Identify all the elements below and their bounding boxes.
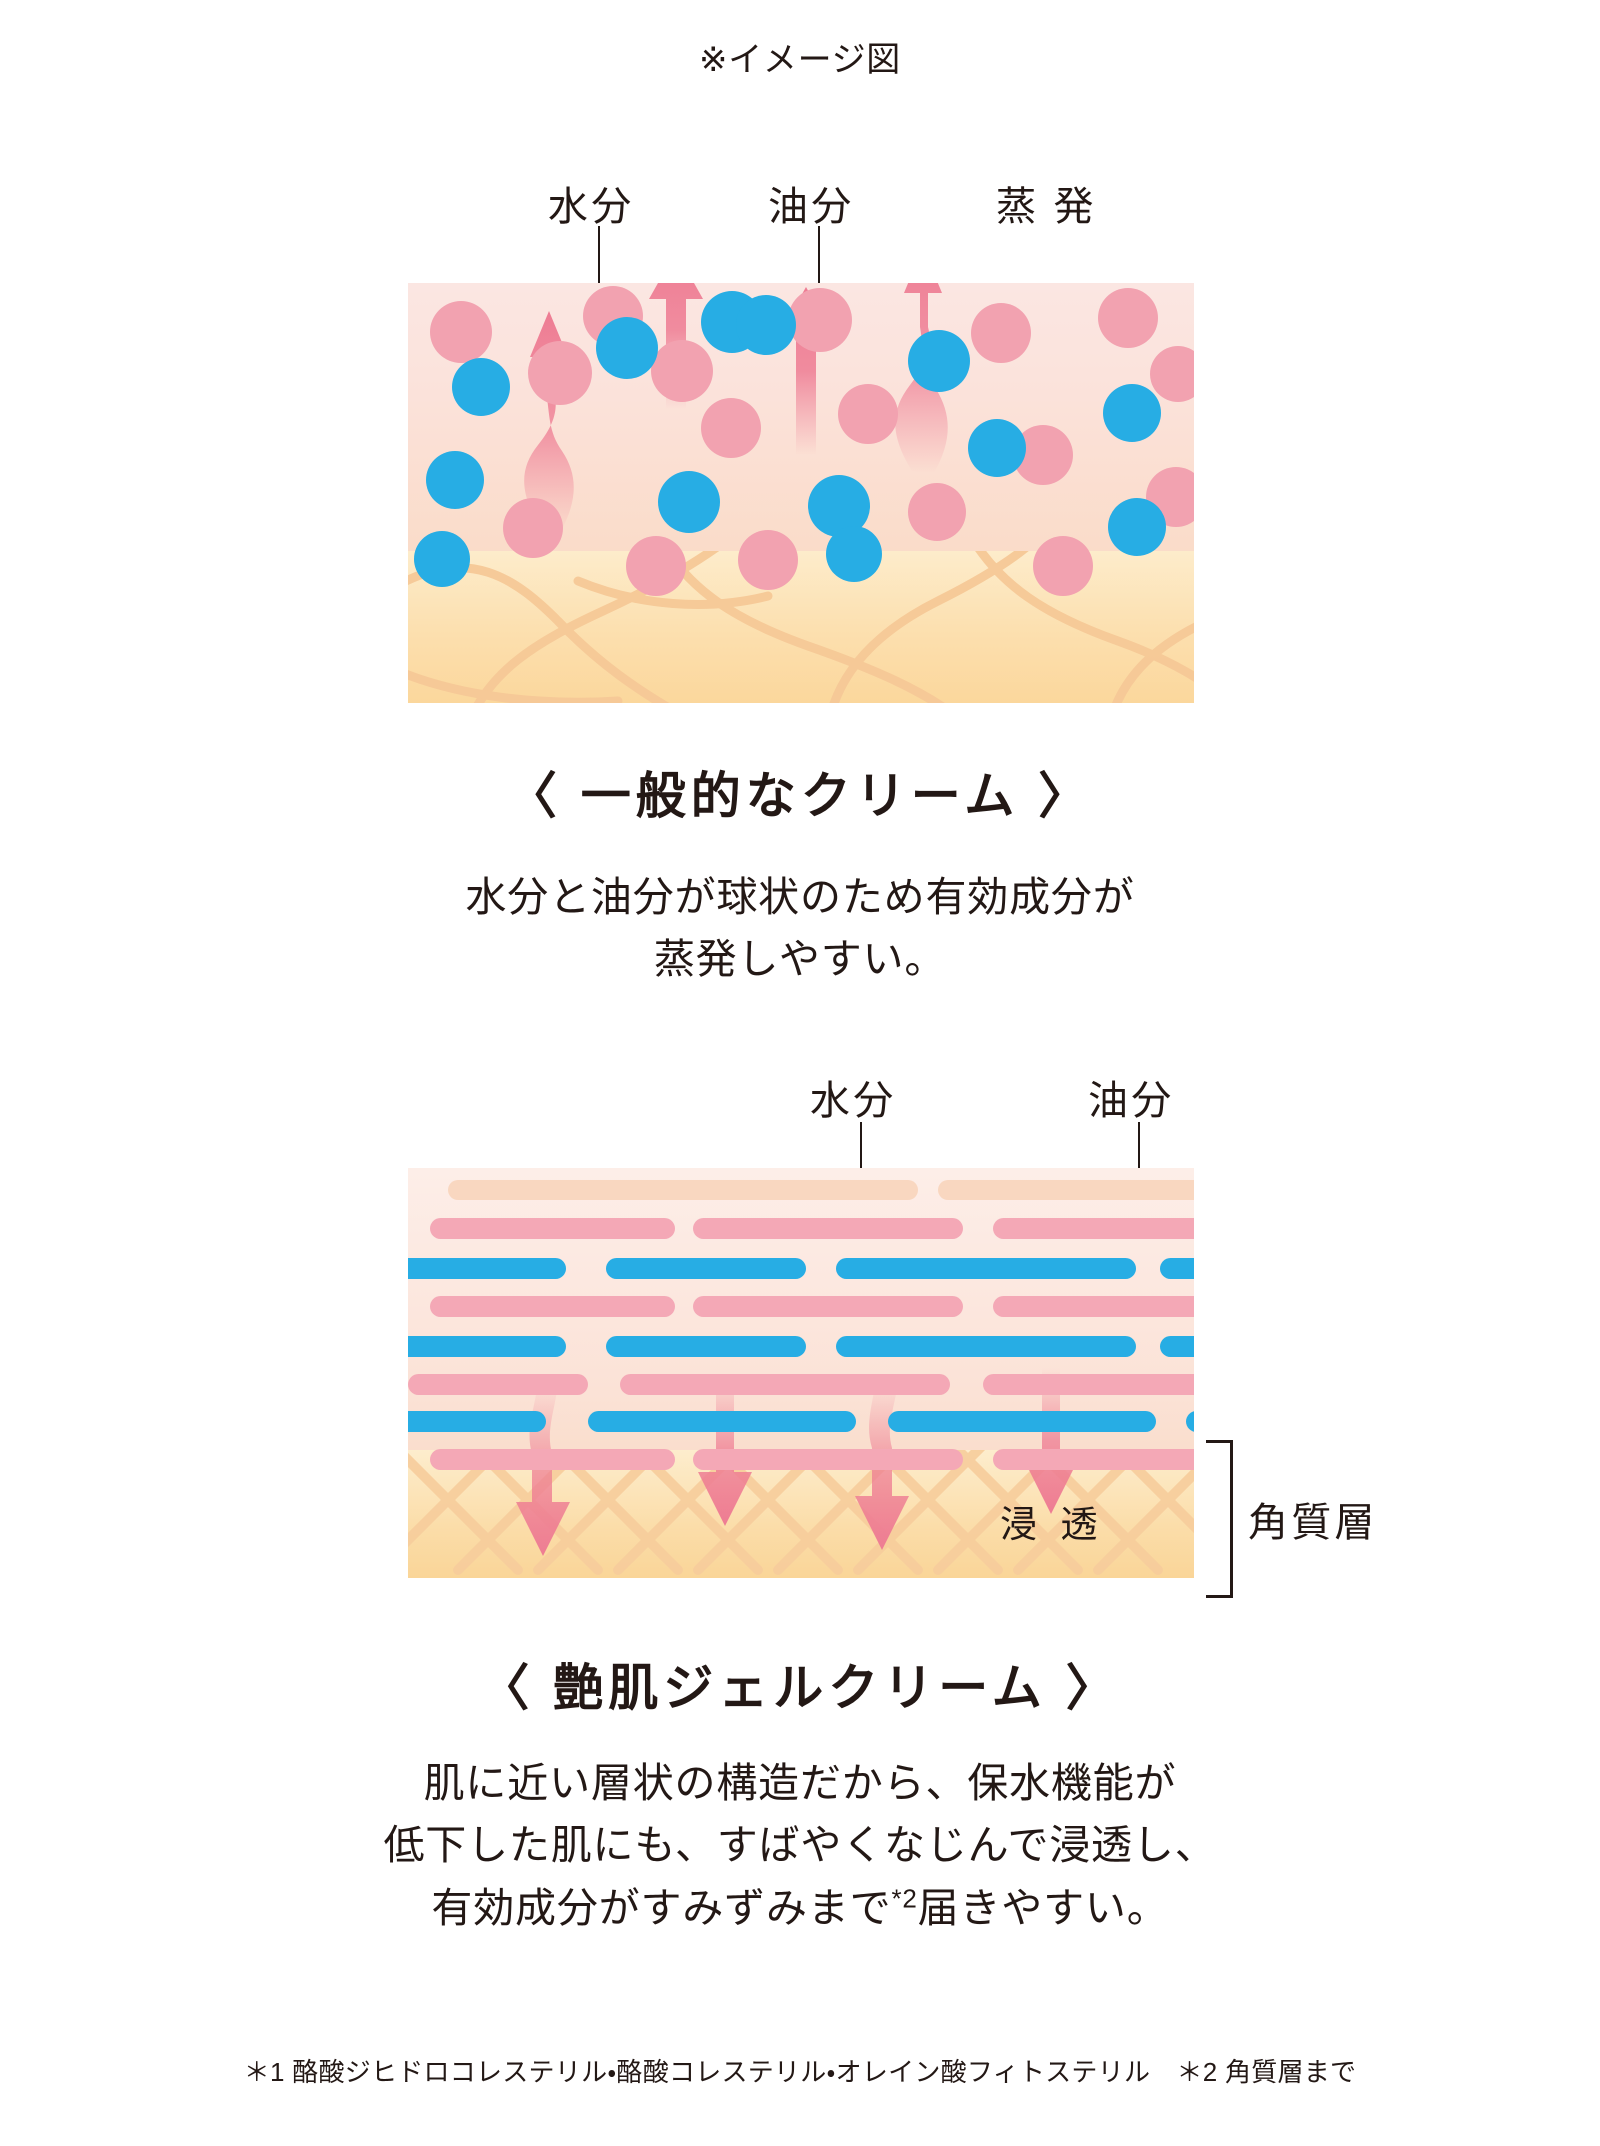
description-gel-cream: 肌に近い層状の構造だから、保水機能が 低下した肌にも、すばやくなじんで浸透し、 …	[0, 1752, 1600, 1939]
water-lamella-bar	[888, 1411, 1156, 1432]
description-line: 蒸発しやすい。	[653, 936, 947, 983]
water-lamella-bar	[408, 1336, 566, 1357]
water-particle	[426, 451, 484, 509]
image-note: ※イメージ図	[699, 41, 901, 79]
label-water-gel: 水分	[810, 1079, 897, 1123]
water-lamella-bar	[836, 1336, 1136, 1357]
water-lamella-bar	[1160, 1258, 1194, 1279]
description-line: 水分と油分が球状のため有効成分が	[465, 874, 1135, 920]
oil-particle	[788, 288, 852, 352]
skin-texture-icon	[408, 1450, 1194, 1575]
stratum-corneum-bracket	[1206, 1440, 1236, 1598]
label-evaporation-cream: 蒸 発	[996, 185, 1097, 229]
water-particle	[658, 471, 720, 533]
oil-particle	[1033, 536, 1093, 596]
water-particle	[908, 330, 970, 392]
oil-lamella-bar	[993, 1296, 1194, 1317]
water-lamella-bar	[606, 1258, 806, 1279]
water-lamella-bar	[1160, 1336, 1194, 1357]
water-lamella-bar	[408, 1411, 546, 1432]
label-oil-gel: 油分	[1088, 1079, 1175, 1123]
water-lamella-bar	[1186, 1411, 1194, 1432]
description-general-cream: 水分と油分が球状のため有効成分が 蒸発しやすい。	[0, 866, 1600, 991]
footnote: ＊1 酪酸ジヒドロコレステリル・酪酸コレステリル・オレイン酸フィトステリル ＊2…	[243, 2057, 1357, 2087]
oil-lamella-bar	[408, 1374, 588, 1395]
diagram-general-cream	[408, 283, 1194, 703]
oil-particle	[651, 340, 713, 402]
description-line-text: 届きやすい。	[917, 1884, 1169, 1931]
oil-particle	[701, 398, 761, 458]
water-particle	[826, 526, 882, 582]
oil-particle	[838, 384, 898, 444]
water-lamella-bar	[588, 1411, 856, 1432]
oil-particle	[430, 301, 492, 363]
water-particle	[1108, 498, 1166, 556]
description-line: 肌に近い層状の構造だから、保水機能が	[423, 1760, 1177, 1806]
description-line: 有効成分がすみずみまで*2届きやすい。	[0, 1877, 1600, 1939]
oil-particle	[738, 530, 798, 590]
oil-particle	[1098, 288, 1158, 348]
caption-gel-cream: 〈 艶肌ジェルクリーム 〉	[479, 1660, 1121, 1716]
oil-lamella-bar	[620, 1374, 950, 1395]
oil-lamella-bar	[430, 1218, 675, 1239]
label-penetration: 浸 透	[1000, 1504, 1105, 1545]
caption-general-cream: 〈 一般的なクリーム 〉	[506, 768, 1094, 824]
water-particle	[452, 358, 510, 416]
description-line: 低下した肌にも、すばやくなじんで浸透し、	[383, 1822, 1217, 1869]
water-particle	[736, 295, 796, 355]
oil-particle	[528, 341, 592, 405]
diagram-gel-cream	[408, 1168, 1194, 1578]
description-line-text: 有効成分がすみずみまで	[431, 1884, 892, 1931]
oil-lamella-bar	[430, 1449, 675, 1470]
oil-particle	[908, 483, 966, 541]
water-particle	[596, 317, 658, 379]
oil-lamella-bar	[983, 1374, 1194, 1395]
oil-lamella-bar	[993, 1449, 1194, 1470]
water-particle	[968, 419, 1026, 477]
oil-particle	[1150, 346, 1194, 402]
water-lamella-bar	[408, 1258, 566, 1279]
leader-line-water-cream	[598, 226, 600, 336]
surface-lamella-bar	[938, 1180, 1194, 1200]
footnote-marker: *2	[891, 1882, 918, 1913]
oil-lamella-bar	[430, 1296, 675, 1317]
oil-particle	[971, 303, 1031, 363]
oil-particle	[503, 498, 563, 558]
leader-line-oil-cream	[818, 226, 820, 326]
water-lamella-bar	[836, 1258, 1136, 1279]
oil-lamella-bar	[693, 1449, 963, 1470]
oil-lamella-bar	[693, 1296, 963, 1317]
oil-particle	[626, 536, 686, 596]
evaporation-arrow-icon	[524, 311, 574, 533]
penetration-arrow-icon	[516, 1384, 570, 1556]
oil-lamella-bar	[693, 1218, 963, 1239]
label-oil-cream: 油分	[768, 185, 855, 229]
water-lamella-bar	[606, 1336, 806, 1357]
surface-lamella-bar	[448, 1180, 918, 1200]
oil-lamella-bar	[993, 1218, 1194, 1239]
water-particle	[414, 531, 470, 587]
label-water-cream: 水分	[548, 185, 635, 229]
label-stratum-corneum: 角質層	[1248, 1501, 1378, 1545]
water-particle	[1103, 384, 1161, 442]
penetration-arrow-icon	[1024, 1368, 1078, 1514]
